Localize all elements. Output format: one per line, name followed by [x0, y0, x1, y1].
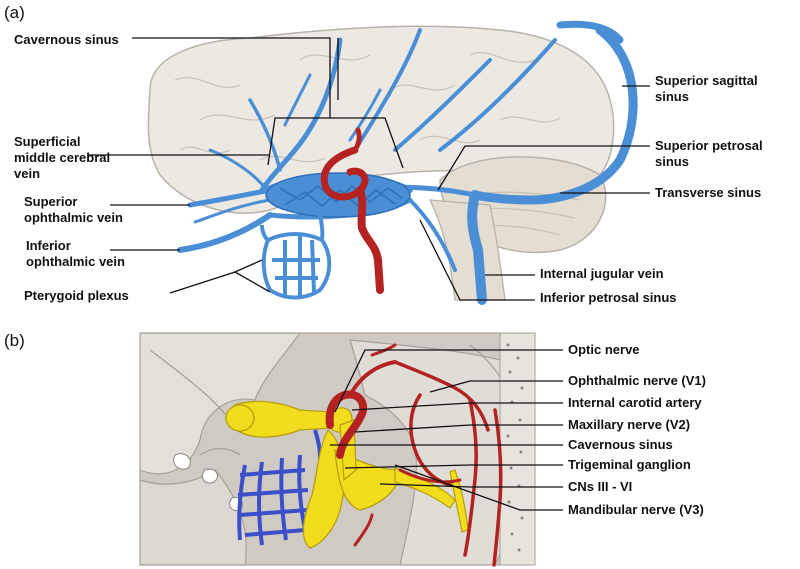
- label-cavernous-sinus-a: Cavernous sinus: [14, 32, 119, 47]
- label-line: Inferior: [26, 238, 71, 253]
- label-cavernous-sinus-b: Cavernous sinus: [568, 437, 673, 452]
- internal-carotid-artery-a: [320, 127, 384, 294]
- label-line: Maxillary nerve (V2): [568, 417, 690, 432]
- label-line: Superior petrosal: [655, 138, 763, 153]
- venous-network: [177, 20, 638, 305]
- panel-b-leader-lines: [330, 349, 563, 511]
- label-line: Superficial: [14, 134, 80, 149]
- panel-a-leader-lines: [88, 37, 650, 301]
- panel-a-illustration: [147, 20, 638, 305]
- label-internal-jugular-vein: Internal jugular vein: [540, 266, 664, 281]
- panel-b-illustration: [139, 332, 536, 567]
- panel-b-label: (b): [4, 331, 25, 350]
- label-line: sinus: [655, 89, 689, 104]
- label-line: CNs III - VI: [568, 479, 632, 494]
- label-line: Ophthalmic nerve (V1): [568, 373, 706, 388]
- label-cns-iii-vi: CNs III - VI: [568, 479, 632, 494]
- label-line: Internal jugular vein: [540, 266, 664, 281]
- label-line: Transverse sinus: [655, 185, 761, 200]
- label-maxillary-nerve-v2: Maxillary nerve (V2): [568, 417, 690, 432]
- label-line: Cavernous sinus: [568, 437, 673, 452]
- label-line: vein: [14, 166, 40, 181]
- skull-fossa-middle: [349, 339, 523, 566]
- label-line: Superior: [24, 194, 77, 209]
- internal-carotid-artery-b: [325, 343, 503, 567]
- skull-fossa-posterior: [139, 469, 247, 566]
- label-line: Mandibular nerve (V3): [568, 502, 704, 517]
- label-line: Inferior petrosal sinus: [540, 290, 677, 305]
- brain-gyri: [174, 51, 561, 163]
- label-pterygoid-plexus: Pterygoid plexus: [24, 288, 129, 303]
- label-line: Pterygoid plexus: [24, 288, 129, 303]
- label-line: Internal carotid artery: [568, 395, 702, 410]
- label-trigeminal-ganglion: Trigeminal ganglion: [568, 457, 691, 472]
- label-line: middle cerebral: [14, 150, 110, 165]
- panel-b-labels: Optic nerve Ophthalmic nerve (V1) Intern…: [568, 342, 706, 517]
- label-line: ophthalmic vein: [24, 210, 123, 225]
- label-line: Trigeminal ganglion: [568, 457, 691, 472]
- panel-a-label: (a): [4, 3, 25, 22]
- label-line: Cavernous sinus: [14, 32, 119, 47]
- skull-edge-bone: [499, 332, 536, 566]
- label-transverse-sinus: Transverse sinus: [655, 185, 761, 200]
- label-mandibular-nerve-v3: Mandibular nerve (V3): [568, 502, 704, 517]
- label-ophthalmic-nerve-v1: Ophthalmic nerve (V1): [568, 373, 706, 388]
- label-line: Optic nerve: [568, 342, 640, 357]
- label-inferior-petrosal-sinus: Inferior petrosal sinus: [540, 290, 677, 305]
- label-line: sinus: [655, 154, 689, 169]
- skull-fossa-anterior: [139, 332, 302, 475]
- pterygoid-plexus-mesh: [260, 214, 332, 300]
- label-line: ophthalmic vein: [26, 254, 125, 269]
- label-internal-carotid-artery: Internal carotid artery: [568, 395, 702, 410]
- label-optic-nerve: Optic nerve: [568, 342, 640, 357]
- label-line: Superior sagittal: [655, 73, 758, 88]
